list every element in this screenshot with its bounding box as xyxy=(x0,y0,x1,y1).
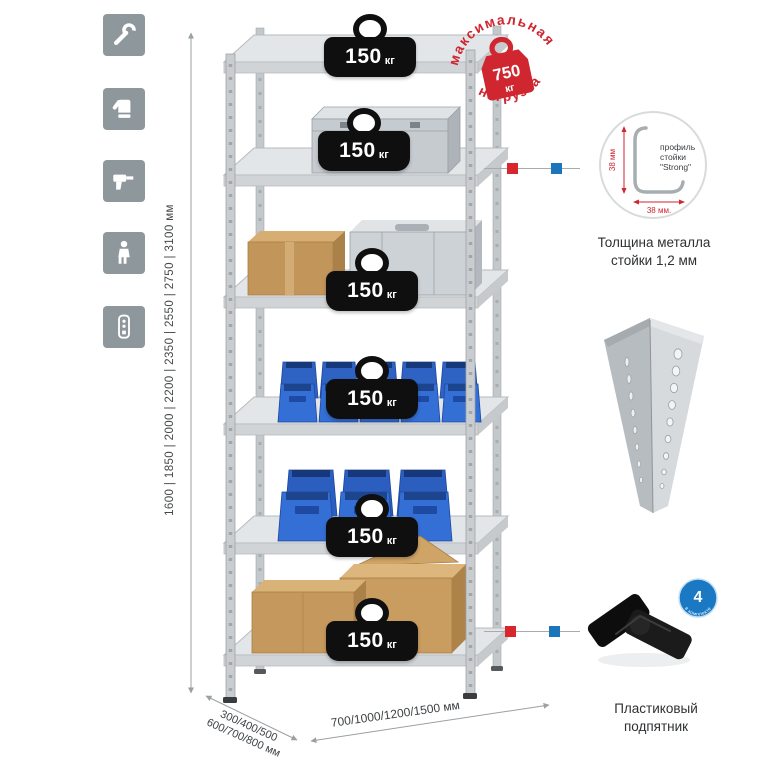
profile-dim-horizontal: 38 мм. xyxy=(647,206,671,215)
shelf-load-unit: кг xyxy=(386,288,397,301)
shelf-load-value: 150 xyxy=(347,629,384,652)
shelf-load-unit: кг xyxy=(386,396,397,409)
person-icon xyxy=(103,232,145,274)
power-strip-icon xyxy=(103,306,145,348)
bottom-callout-blue-marker xyxy=(549,626,560,637)
plastic-foot-image: 4 в комплекте xyxy=(587,578,718,667)
foot-caption: Пластиковый подпятник xyxy=(582,700,730,735)
profile-cross-section xyxy=(633,126,685,194)
profile-caption-line2: стойки 1,2 мм xyxy=(610,252,698,268)
shelf-load-value: 150 xyxy=(345,45,382,68)
foot-caption-line2: подпятник xyxy=(623,718,689,734)
height-dimension-label: 1600 | 1850 | 2000 | 2200 | 2350 | 2550 … xyxy=(164,204,176,516)
shelf-load-value: 150 xyxy=(339,139,376,162)
bottom-callout-line xyxy=(484,631,580,632)
shelf-load-unit: кг xyxy=(386,638,397,651)
post-profile-detail: 38 мм 38 мм. профиль стойки "Strong" xyxy=(599,111,707,219)
profile-caption: Толщина металла стойки 1,2 мм xyxy=(578,234,730,269)
max-load-stamp: максимальная нагрузка 750 кг xyxy=(437,0,560,110)
profile-label-1: профиль xyxy=(660,142,696,152)
shelf-load-unit: кг xyxy=(378,148,389,161)
profile-label-2: стойки xyxy=(660,152,686,162)
foot-caption-line1: Пластиковый xyxy=(614,701,698,716)
top-callout-red-marker xyxy=(507,163,518,174)
top-callout-line xyxy=(484,168,580,169)
bottom-callout-red-marker xyxy=(505,626,516,637)
drill-icon xyxy=(103,160,145,202)
shelf-load-value: 150 xyxy=(347,387,384,410)
top-callout-blue-marker xyxy=(551,163,562,174)
shelf-load-value: 150 xyxy=(347,279,384,302)
kit-count-value: 4 xyxy=(694,589,703,606)
stamp-unit: кг xyxy=(504,82,516,95)
shelf-load-unit: кг xyxy=(384,54,395,67)
wrench-icon xyxy=(103,14,145,56)
profile-label-3: "Strong" xyxy=(660,162,691,172)
stamp-weight-icon xyxy=(481,49,534,101)
kit-count-badge xyxy=(678,578,718,618)
shelf-load-value: 150 xyxy=(347,525,384,548)
profile-caption-line1: Толщина металла xyxy=(597,235,711,250)
profile-dim-vertical: 38 мм xyxy=(608,149,617,171)
angle-post-image xyxy=(604,318,704,514)
gloves-icon xyxy=(103,88,145,130)
shelf-load-unit: кг xyxy=(386,534,397,547)
